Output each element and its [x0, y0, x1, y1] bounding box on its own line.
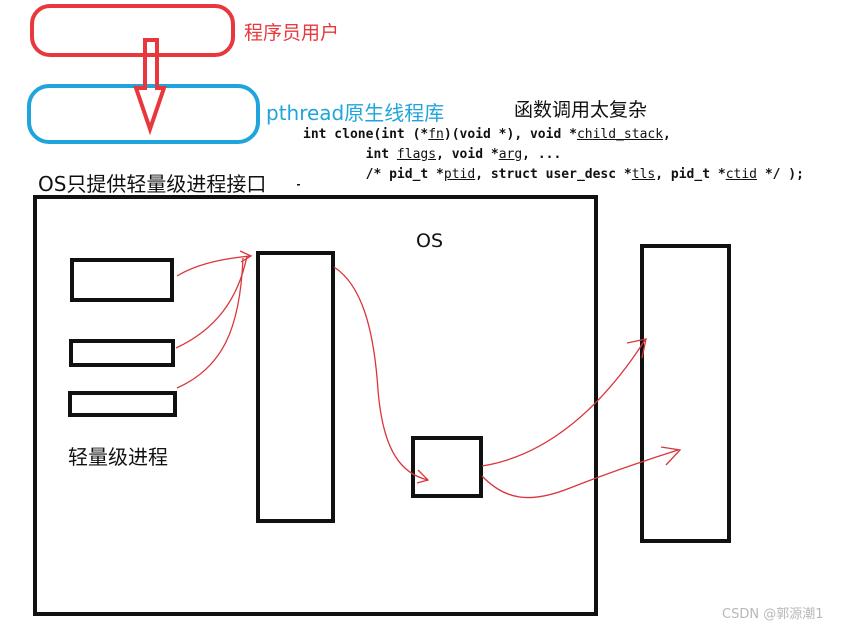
code-text: /* pid_t *: [303, 167, 444, 182]
small-box-to-right-lower-arrow: [481, 449, 679, 499]
code-param: arg: [498, 147, 523, 162]
code-param: ctid: [725, 167, 757, 182]
small-box-arrowhead: [416, 469, 430, 484]
code-line-1: int clone(int (*fn)(void *), void *child…: [303, 125, 804, 145]
right-upper-arrowhead: [626, 338, 647, 359]
code-text: )(void *), void *: [443, 127, 577, 142]
code-text: , void *: [436, 147, 499, 162]
right-column-box: [640, 244, 731, 543]
lwp-box-3: [68, 391, 177, 417]
clone-signature-code: int clone(int (*fn)(void *), void *child…: [303, 125, 804, 185]
watermark: CSDN @郭源潮1: [722, 607, 824, 622]
pthread-library-label: pthread原生线程库: [266, 101, 445, 125]
os-box: [33, 195, 598, 616]
code-text: , ...: [522, 147, 562, 162]
lwp1-to-kernel-arrowhead: [239, 250, 253, 263]
kernel-column-box: [256, 251, 335, 523]
lightweight-process-label: 轻量级进程: [68, 445, 168, 469]
code-text: int clone(int (*: [303, 127, 429, 142]
lwp1-to-kernel-arrow: [176, 255, 251, 277]
code-text: , pid_t *: [655, 167, 726, 182]
code-param: tls: [631, 167, 656, 182]
small-box: [411, 436, 483, 498]
user-to-library-arrow: [133, 38, 167, 136]
right-lower-arrowhead: [660, 446, 682, 466]
code-text: ,: [663, 127, 671, 142]
lwp-box-2: [69, 339, 175, 367]
lwp3-to-kernel-arrow: [176, 257, 244, 389]
kernel-to-small-box-arrow: [333, 266, 429, 481]
code-line-2: int flags, void *arg, ...: [303, 145, 804, 165]
lwp-box-1: [70, 258, 174, 302]
code-param: fn: [428, 127, 444, 142]
code-text: int: [303, 147, 397, 162]
code-text: , struct user_desc *: [475, 167, 632, 182]
code-param: child_stack: [576, 127, 664, 142]
programmer-user-label: 程序员用户: [244, 22, 340, 44]
code-text: */ );: [757, 167, 804, 182]
code-param: ptid: [443, 167, 476, 182]
small-box-to-right-upper-arrow: [481, 339, 646, 467]
code-param: flags: [396, 147, 437, 162]
os-interface-label: OS只提供轻量级进程接口: [38, 172, 267, 196]
programmer-user-box: [30, 4, 235, 57]
clone-too-complex-label: 函数调用太复杂: [514, 99, 648, 121]
os-label: OS: [416, 230, 444, 252]
stray-mark: [297, 184, 300, 186]
lwp2-to-kernel-arrow: [175, 255, 248, 349]
code-line-3: /* pid_t *ptid, struct user_desc *tls, p…: [303, 165, 804, 185]
